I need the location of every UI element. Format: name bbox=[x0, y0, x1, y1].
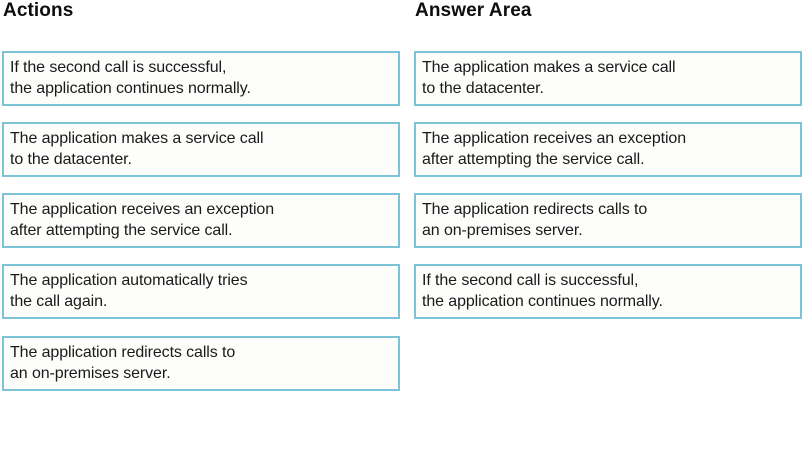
action-card[interactable]: The application redirects calls to an on… bbox=[2, 336, 400, 391]
action-card[interactable]: The application makes a service call to … bbox=[2, 122, 400, 177]
answer-card-line-2: the application continues normally. bbox=[422, 293, 663, 310]
answer-card[interactable]: If the second call is successful, the ap… bbox=[414, 264, 802, 319]
actions-card-stack: If the second call is successful, the ap… bbox=[2, 51, 400, 391]
action-card-line-1: If the second call is successful, bbox=[10, 59, 227, 76]
actions-column: Actions If the second call is successful… bbox=[2, 0, 400, 391]
answer-card-line-2: after attempting the service call. bbox=[422, 151, 645, 168]
answer-card-line-1: The application receives an exception bbox=[422, 130, 687, 147]
action-card-line-1: The application redirects calls to bbox=[10, 344, 236, 361]
action-card-line-1: The application receives an exception bbox=[10, 201, 275, 218]
answer-card[interactable]: The application makes a service call to … bbox=[414, 51, 802, 106]
answer-card[interactable]: The application receives an exception af… bbox=[414, 122, 802, 177]
answer-card-line-2: an on-premises server. bbox=[422, 222, 583, 239]
action-card-line-1: The application automatically tries bbox=[10, 272, 248, 289]
answer-area-column: Answer Area The application makes a serv… bbox=[414, 0, 802, 319]
answer-area-card-stack: The application makes a service call to … bbox=[414, 51, 802, 319]
answer-card-line-1: The application redirects calls to bbox=[422, 201, 648, 218]
action-card-line-2: to the datacenter. bbox=[10, 151, 132, 168]
action-card[interactable]: The application automatically tries the … bbox=[2, 264, 400, 319]
action-card-line-2: after attempting the service call. bbox=[10, 222, 233, 239]
answer-area-column-heading: Answer Area bbox=[415, 0, 532, 21]
answer-card-line-1: The application makes a service call bbox=[422, 59, 676, 76]
action-card-line-1: The application makes a service call bbox=[10, 130, 264, 147]
action-card[interactable]: If the second call is successful, the ap… bbox=[2, 51, 400, 106]
actions-column-heading: Actions bbox=[3, 0, 74, 21]
answer-card-line-2: to the datacenter. bbox=[422, 80, 544, 97]
answer-card[interactable]: The application redirects calls to an on… bbox=[414, 193, 802, 248]
action-card[interactable]: The application receives an exception af… bbox=[2, 193, 400, 248]
action-card-line-2: an on-premises server. bbox=[10, 365, 171, 382]
action-card-line-2: the application continues normally. bbox=[10, 80, 251, 97]
action-card-line-2: the call again. bbox=[10, 293, 108, 310]
answer-card-line-1: If the second call is successful, bbox=[422, 272, 639, 289]
